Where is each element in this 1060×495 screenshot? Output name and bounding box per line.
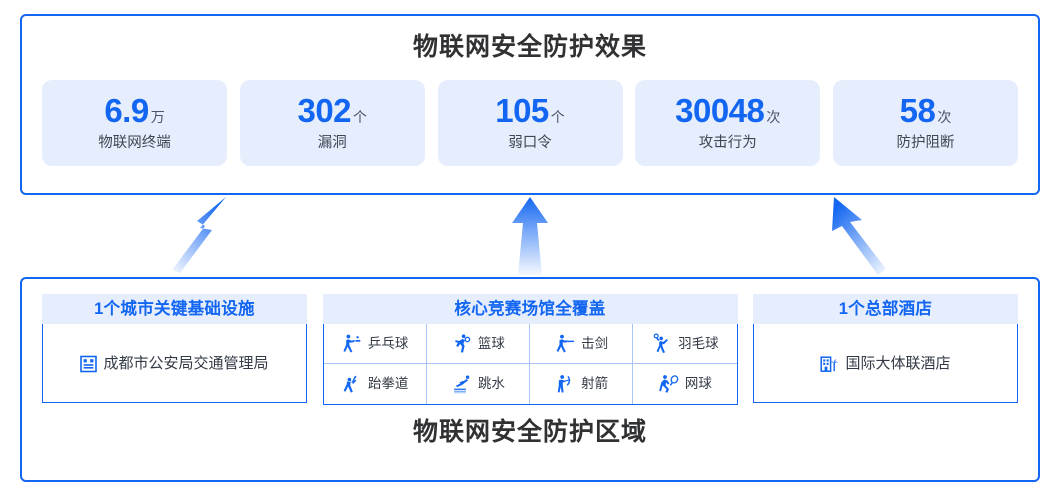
sport-cell-diving[interactable]: 跳水 [427, 364, 530, 404]
arrow-right-icon [832, 197, 886, 275]
sport-label: 跳水 [477, 376, 505, 392]
stat-card-iot-terminals[interactable]: 6.9 万 物联网终端 [42, 79, 227, 166]
iot-protection-zone-panel: 1个城市关键基础设施 成都市公安局交通管理局 [20, 277, 1040, 482]
stat-unit: 次 [766, 109, 781, 126]
stat-card-vulnerabilities[interactable]: 302 个 漏洞 [239, 79, 425, 166]
hotel-building-icon [820, 353, 839, 373]
sport-label: 篮球 [477, 335, 505, 351]
stat-label: 弱口令 [508, 135, 552, 152]
fencing-icon [554, 333, 576, 355]
zone-row: 1个城市关键基础设施 成都市公安局交通管理局 [22, 279, 1038, 405]
arrow-center-icon [512, 197, 548, 275]
zone-right-body: 国际大体联酒店 [753, 324, 1018, 403]
sport-cell-fencing[interactable]: 击剑 [530, 324, 634, 364]
sport-cell-archery[interactable]: 射箭 [530, 364, 634, 404]
sport-label: 网球 [684, 376, 712, 392]
sport-cell-badminton[interactable]: 羽毛球 [633, 324, 737, 364]
sport-label: 击剑 [581, 335, 609, 351]
sport-label: 乒乓球 [367, 335, 409, 351]
sport-cell-basketball[interactable]: 篮球 [426, 324, 530, 364]
diving-icon [451, 373, 473, 395]
stat-label: 物联网终端 [98, 135, 171, 152]
zone-left-body: 成都市公安局交通管理局 [42, 324, 307, 403]
stat-value: 58 次 [900, 94, 952, 127]
sport-label: 羽毛球 [678, 335, 719, 351]
government-building-icon [80, 354, 98, 373]
iot-protection-effect-panel: 物联网安全防护效果 6.9 万 物联网终端 302 个 漏洞 105 [20, 14, 1040, 195]
sport-cell-taekwondo[interactable]: 跆拳道 [324, 364, 427, 404]
stat-card-weak-passwords[interactable]: 105 个 弱口令 [437, 79, 623, 166]
connector-arrows [0, 195, 1060, 277]
basketball-icon [451, 333, 473, 355]
stat-number: 58 [899, 92, 936, 130]
facility-label: 国际大体联酒店 [845, 354, 951, 372]
stat-card-attacks[interactable]: 30048 次 攻击行为 [635, 79, 821, 166]
stat-number: 302 [297, 92, 352, 130]
stat-value: 105 个 [495, 94, 565, 127]
archery-icon [554, 373, 576, 395]
facility-item[interactable]: 成都市公安局交通管理局 [80, 354, 269, 373]
zone-left-header: 1个城市关键基础设施 [42, 294, 307, 324]
stat-unit: 次 [937, 109, 952, 126]
stat-label: 漏洞 [317, 135, 347, 152]
zone-competition-venues: 核心竞赛场馆全覆盖 乒乓 [322, 294, 738, 405]
zone-right-header: 1个总部酒店 [753, 294, 1018, 324]
sport-cell-tennis[interactable]: 网球 [633, 364, 736, 404]
facility-label: 成都市公安局交通管理局 [103, 354, 269, 372]
table-tennis-icon [341, 333, 363, 355]
stat-value: 30048 次 [675, 94, 780, 127]
bottom-panel-title: 物联网安全防护区域 [412, 418, 647, 446]
zone-middle-header: 核心竞赛场馆全覆盖 [322, 294, 738, 324]
sport-cell-table-tennis[interactable]: 乒乓球 [323, 324, 427, 364]
top-panel-title: 物联网安全防护效果 [412, 33, 647, 61]
zone-city-infrastructure: 1个城市关键基础设施 成都市公安局交通管理局 [42, 294, 307, 405]
sport-label: 射箭 [581, 376, 609, 392]
zone-headquarters-hotel: 1个总部酒店 [753, 294, 1018, 405]
facility-item[interactable]: 国际大体联酒店 [820, 353, 951, 373]
sport-label: 跆拳道 [367, 376, 409, 392]
stat-card-blocks[interactable]: 58 次 防护阻断 [833, 79, 1018, 166]
zone-middle-body: 乒乓球 篮球 [322, 324, 738, 405]
stat-value: 302 个 [297, 94, 367, 127]
stat-number: 105 [495, 92, 549, 130]
stat-number: 6.9 [104, 92, 149, 130]
tennis-icon [658, 373, 680, 395]
stat-number: 30048 [675, 92, 765, 130]
stat-unit: 个 [353, 109, 368, 126]
stat-card-row: 6.9 万 物联网终端 302 个 漏洞 105 个 弱口令 [22, 79, 1038, 166]
stat-label: 攻击行为 [698, 135, 757, 152]
stat-unit: 个 [550, 109, 565, 126]
arrow-left-icon [172, 197, 226, 273]
taekwondo-icon [341, 373, 363, 395]
sports-grid: 乒乓球 篮球 [323, 324, 737, 404]
stat-value: 6.9 万 [104, 94, 164, 127]
badminton-icon [651, 332, 673, 355]
stat-unit: 万 [150, 109, 165, 126]
stat-label: 防护阻断 [896, 135, 955, 152]
